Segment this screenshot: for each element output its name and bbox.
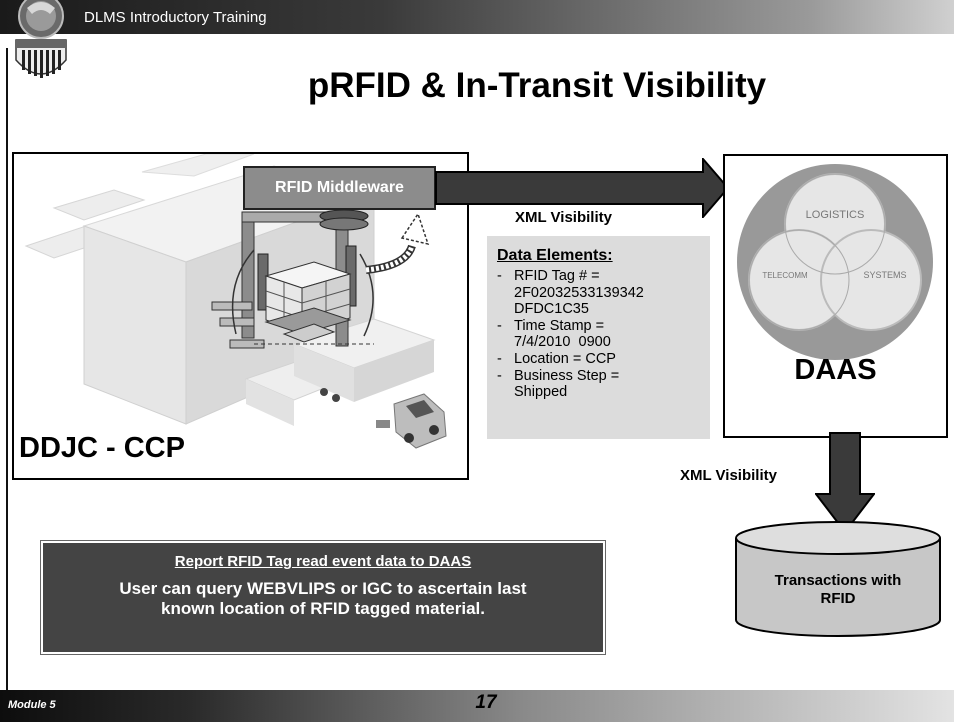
- list-item: - RFID Tag # = 2F02032533139342 DFDC1C35: [497, 268, 644, 318]
- xml-visibility-label-top: XML Visibility: [515, 209, 612, 226]
- list-item: - Time Stamp = 7/4/2010 0900: [497, 317, 611, 351]
- arrow-right-icon: [435, 158, 730, 218]
- item-line: RFID Tag # =: [514, 268, 600, 284]
- data-elements-panel: [487, 236, 710, 439]
- venn-telecomm-label: TELECOMM: [762, 271, 808, 280]
- item-line: Location = CCP: [514, 350, 616, 367]
- arrow-down-icon: [815, 432, 875, 534]
- report-title: Report RFID Tag read event data to DAAS: [174, 553, 472, 570]
- item-line: 7/4/2010 0900: [514, 334, 611, 351]
- dla-seal-logo: [15, 0, 67, 78]
- rfid-middleware-box: RFID Middleware: [243, 166, 436, 210]
- site-label: DDJC - CCP: [19, 432, 185, 464]
- data-elements-title: Data Elements:: [497, 247, 613, 264]
- data-elements-list: - RFID Tag # = 2F02032533139342 DFDC1C35…: [497, 268, 707, 401]
- report-body: User can query WEBVLIPS or IGC to ascert…: [119, 579, 527, 618]
- venn-diagram: LOGISTICS TELECOMM SYSTEMS: [737, 164, 933, 360]
- database-cylinder-icon: [735, 521, 941, 637]
- daas-label: DAAS: [794, 354, 877, 386]
- page-number: 17: [475, 692, 497, 713]
- left-divider: [6, 48, 8, 706]
- top-bar: [0, 0, 954, 34]
- database-label: Transactions with RFID: [774, 572, 902, 607]
- list-item: - Business Step = Shipped: [497, 367, 620, 401]
- item-line: Shipped: [514, 384, 568, 401]
- report-callout: Report RFID Tag read event data to DAAS …: [40, 540, 606, 655]
- item-line: Business Step =: [514, 367, 620, 384]
- xml-visibility-label-bottom: XML Visibility: [680, 467, 777, 484]
- slide-title: pRFID & In-Transit Visibility: [307, 66, 767, 105]
- course-title: DLMS Introductory Training: [84, 9, 267, 26]
- list-item: - Location = CCP: [497, 350, 616, 367]
- venn-logistics-label: LOGISTICS: [806, 209, 865, 221]
- footer-bar: [0, 690, 954, 722]
- item-line: Time Stamp =: [514, 317, 605, 334]
- module-label: Module 5: [8, 699, 56, 711]
- venn-systems-label: SYSTEMS: [863, 270, 906, 280]
- item-line: 2F02032533139342: [514, 284, 644, 301]
- item-line: DFDC1C35: [514, 301, 589, 318]
